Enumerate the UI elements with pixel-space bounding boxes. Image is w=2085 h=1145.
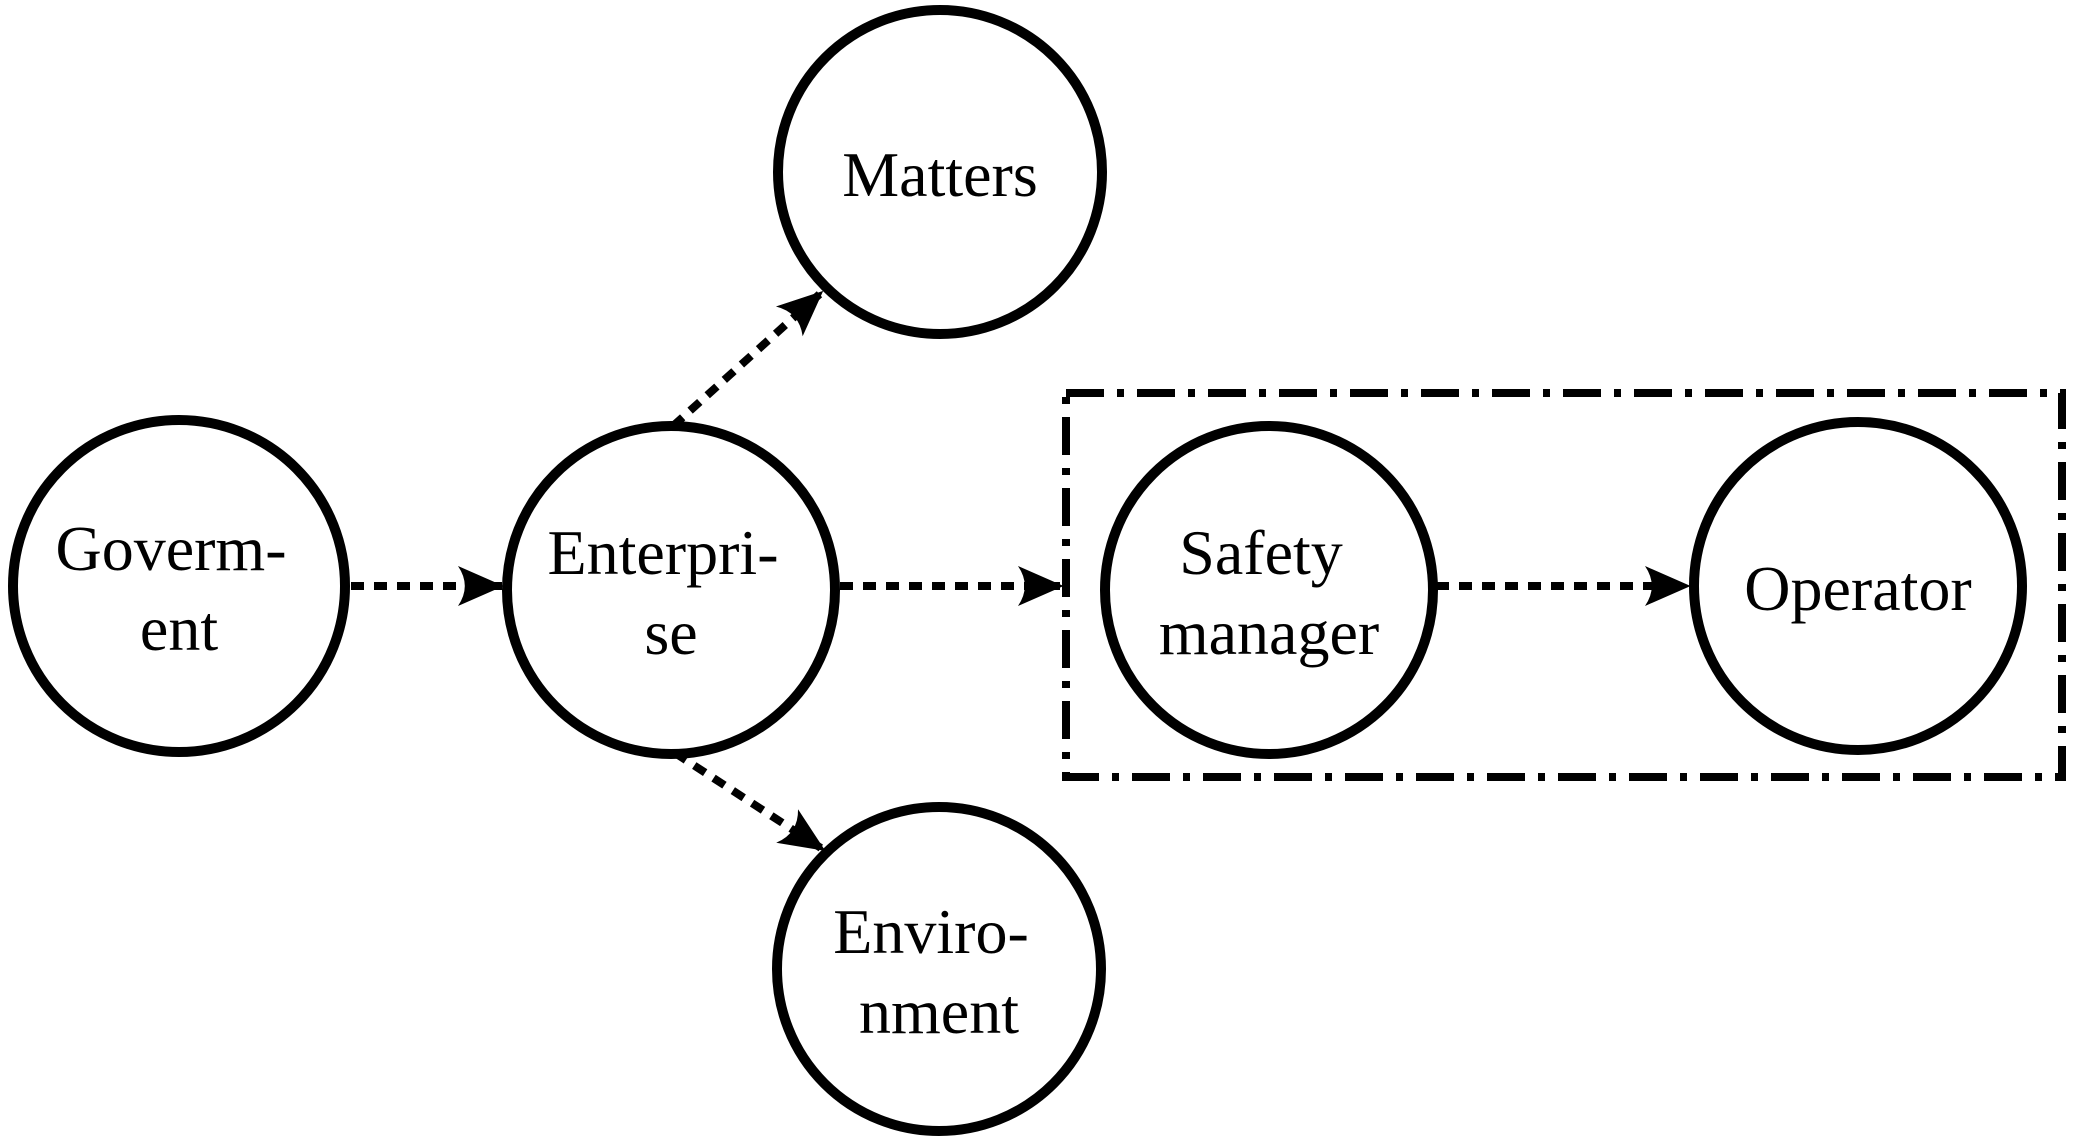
- edges: [351, 289, 1691, 854]
- operator-circle: [1689, 417, 2027, 755]
- safety-manager-label: Safety manager: [1159, 517, 1379, 668]
- safety-manager-circle: [1100, 421, 1438, 759]
- node-environment: Enviro- nment: [772, 802, 1106, 1136]
- edge-enterprise-to-matters: [670, 289, 825, 429]
- environment-circle: [772, 802, 1106, 1136]
- node-government: Goverm- ent: [8, 415, 350, 757]
- operator-label: Operator: [1744, 553, 1971, 624]
- environment-label: Enviro- nment: [833, 896, 1045, 1047]
- enterprise-circle: [502, 421, 840, 759]
- node-safety-manager: Safety manager: [1100, 421, 1438, 759]
- matters-circle: [773, 5, 1107, 339]
- edge-enterprise-to-environment: [672, 749, 827, 854]
- matters-label: Matters: [842, 139, 1038, 210]
- node-matters: Matters: [773, 5, 1107, 339]
- government-label: Goverm- ent: [55, 513, 302, 664]
- node-operator: Operator: [1689, 417, 2027, 755]
- enterprise-label: Enterpri- se: [548, 517, 795, 668]
- government-circle: [8, 415, 350, 757]
- node-enterprise: Enterpri- se: [502, 421, 840, 759]
- management-group-box: [1062, 389, 2066, 781]
